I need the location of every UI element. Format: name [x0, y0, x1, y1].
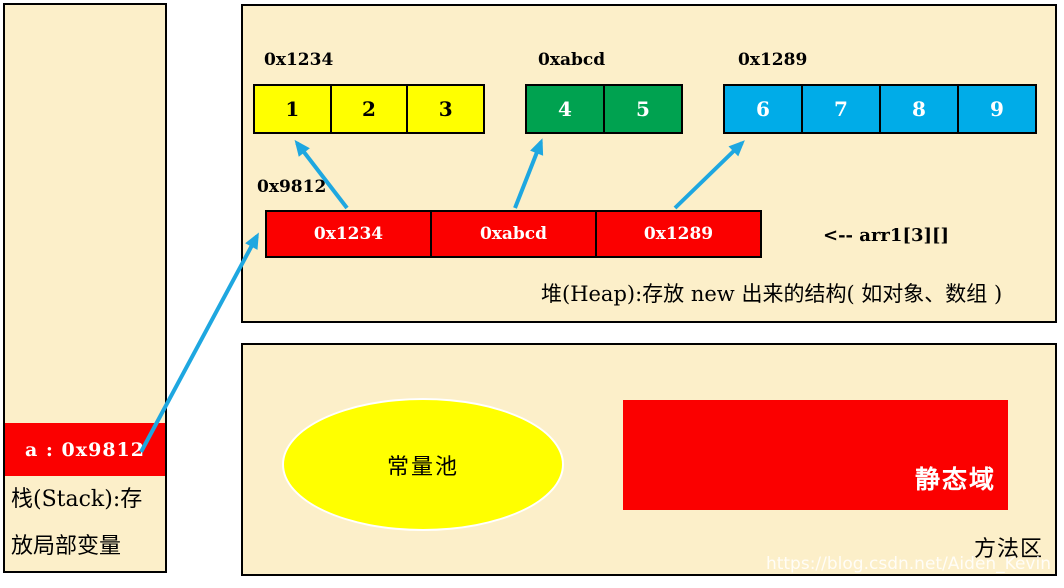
arr1-annotation: <-- arr1[3][]	[823, 225, 950, 246]
stack-panel: a : 0x9812 栈(Stack):存 放局部变量	[3, 3, 167, 573]
watermark-text: https://blog.csdn.net/Aiden_Kevin	[765, 554, 1051, 574]
stack-caption-line1: 栈(Stack):存	[11, 487, 143, 512]
array-cell: 1	[255, 86, 330, 132]
static-area-box: 静态域	[623, 400, 1008, 510]
constant-pool-ellipse: 常量池	[282, 398, 564, 531]
stack-caption-line2: 放局部变量	[11, 534, 122, 559]
array-cell: 8	[879, 86, 957, 132]
array-cell: 5	[603, 86, 681, 132]
pointer-cell: 0x1234	[267, 212, 430, 256]
array-0xabcd: 4 5	[525, 84, 683, 134]
array-cell: 6	[725, 86, 801, 132]
address-label-0x1234: 0x1234	[264, 50, 334, 70]
stack-variable-label: a : 0x9812	[25, 438, 145, 461]
pointer-array-0x9812: 0x1234 0xabcd 0x1289	[265, 210, 762, 258]
method-area-panel: 常量池 静态域 方法区 https://blog.csdn.net/Aiden_…	[241, 343, 1057, 576]
address-label-0x1289: 0x1289	[738, 50, 808, 70]
stack-variable-box: a : 0x9812	[5, 423, 165, 476]
address-label-0xabcd: 0xabcd	[538, 50, 606, 70]
pointer-cell: 0x1289	[595, 212, 760, 256]
pointer-cell: 0xabcd	[430, 212, 595, 256]
heap-caption: 堆(Heap):存放 new 出来的结构( 如对象、数组 )	[541, 282, 1003, 306]
array-cell: 9	[957, 86, 1035, 132]
array-0x1234: 1 2 3	[253, 84, 485, 134]
array-0x1289: 6 7 8 9	[723, 84, 1037, 134]
heap-panel: 0x1234 0xabcd 0x1289 1 2 3 4 5 6 7 8 9 0…	[241, 4, 1057, 323]
array-cell: 3	[406, 86, 484, 132]
address-label-0x9812: 0x9812	[257, 177, 327, 197]
method-area-label: 方法区	[973, 537, 1043, 562]
array-cell: 4	[527, 86, 603, 132]
array-cell: 7	[801, 86, 879, 132]
array-cell: 2	[329, 86, 407, 132]
static-area-label: 静态域	[914, 465, 996, 494]
constant-pool-label: 常量池	[386, 454, 459, 480]
